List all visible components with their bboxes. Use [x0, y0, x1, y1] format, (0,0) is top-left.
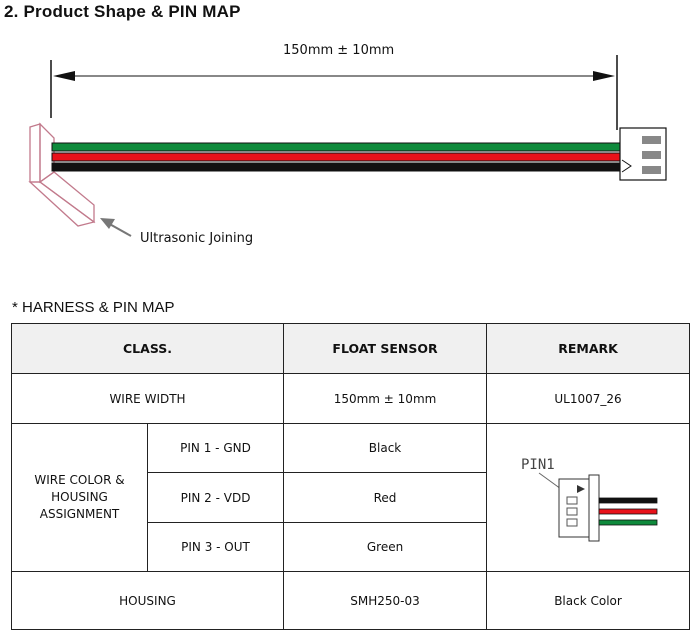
ultrasonic-joining-label: Ultrasonic Joining: [140, 231, 254, 246]
assignment-label: WIRE COLOR & HOUSING ASSIGNMENT: [11, 422, 148, 573]
harness-heading: * HARNESS & PIN MAP: [12, 299, 175, 316]
harness-pin-map-table: CLASS. FLOAT SENSOR REMARK WIRE WIDTH 15…: [10, 322, 691, 630]
remark-wire-red: [598, 508, 658, 515]
connector-pin-image: PIN1: [521, 457, 658, 542]
pin2-color: Red: [283, 472, 488, 523]
table-row-pin2: PIN 2 - VDD Red: [12, 472, 690, 523]
header-remark: REMARK: [486, 322, 691, 375]
housing-remark: Black Color: [486, 571, 691, 630]
pin2-name: PIN 2 - VDD: [146, 472, 285, 523]
table-row-pin1: WIRE COLOR & HOUSING ASSIGNMENT PIN 1 - …: [11, 422, 691, 573]
connector-remark-cell: PIN1: [486, 422, 691, 573]
ultrasonic-joint: [28, 122, 96, 227]
dimension-arrow-right: [593, 71, 615, 81]
header-float-sensor: FLOAT SENSOR: [283, 322, 488, 375]
housing-label: HOUSING: [10, 571, 285, 630]
remark-wire-green: [598, 519, 658, 526]
joining-leader-arrow: [100, 218, 115, 229]
remark-wire-black: [598, 497, 658, 504]
connector-housing: [619, 127, 667, 181]
table-row-pin3: PIN 3 - OUT Green: [12, 521, 690, 573]
pin3-color: Green: [283, 521, 488, 573]
length-dimension-label: 150mm ± 10mm: [283, 43, 395, 58]
pin1-name: PIN 1 - GND: [146, 422, 285, 474]
page-title: 2. Product Shape & PIN MAP: [4, 2, 241, 21]
wire-green: [51, 142, 621, 152]
wire-width-label: WIRE WIDTH: [10, 373, 285, 424]
header-class: CLASS.: [10, 322, 285, 375]
wire-width-value: 150mm ± 10mm: [283, 373, 488, 424]
product-shape-diagram: [28, 55, 667, 237]
table-header-row: CLASS. FLOAT SENSOR REMARK: [10, 322, 691, 375]
wire-width-remark: UL1007_26: [486, 373, 691, 424]
pin3-name: PIN 3 - OUT: [146, 521, 285, 573]
table-row-housing: HOUSING SMH250-03 Black Color: [10, 571, 691, 630]
wire-red: [51, 152, 621, 162]
pin1-color: Black: [283, 422, 488, 474]
pin1-image-label: PIN1: [521, 457, 555, 473]
dimension-arrow-left: [53, 71, 75, 81]
wire-black: [51, 162, 621, 172]
housing-value: SMH250-03: [283, 571, 488, 630]
table-row-wire-width: WIRE WIDTH 150mm ± 10mm UL1007_26: [10, 373, 691, 424]
